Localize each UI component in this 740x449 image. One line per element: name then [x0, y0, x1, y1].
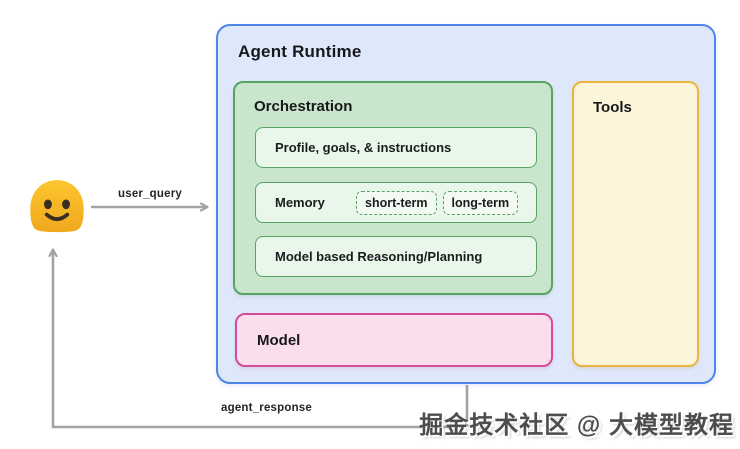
memory-box: Memory short-term long-term — [255, 182, 537, 223]
tools-label: Tools — [593, 99, 632, 116]
watermark-text: 掘金技术社区 @ 大模型教程 — [419, 412, 734, 439]
agent-response-label: agent_response — [221, 402, 312, 414]
user-query-label: user_query — [118, 188, 183, 200]
reasoning-planning-box: Model based Reasoning/Planning — [255, 236, 537, 277]
memory-chips: short-term long-term — [356, 183, 519, 222]
short-term-memory-chip: short-term — [356, 190, 437, 215]
long-term-memory-chip: long-term — [442, 190, 519, 215]
model-box: Model — [235, 313, 553, 367]
orchestration-title: Orchestration — [254, 98, 353, 115]
memory-label: Memory — [275, 195, 325, 210]
user-smiley-emoji-icon — [30, 180, 84, 233]
tools-box — [572, 81, 699, 367]
agent-runtime-title: Agent Runtime — [238, 42, 362, 61]
model-label: Model — [257, 331, 301, 349]
profile-goals-instructions-box: Profile, goals, & instructions — [255, 127, 537, 168]
